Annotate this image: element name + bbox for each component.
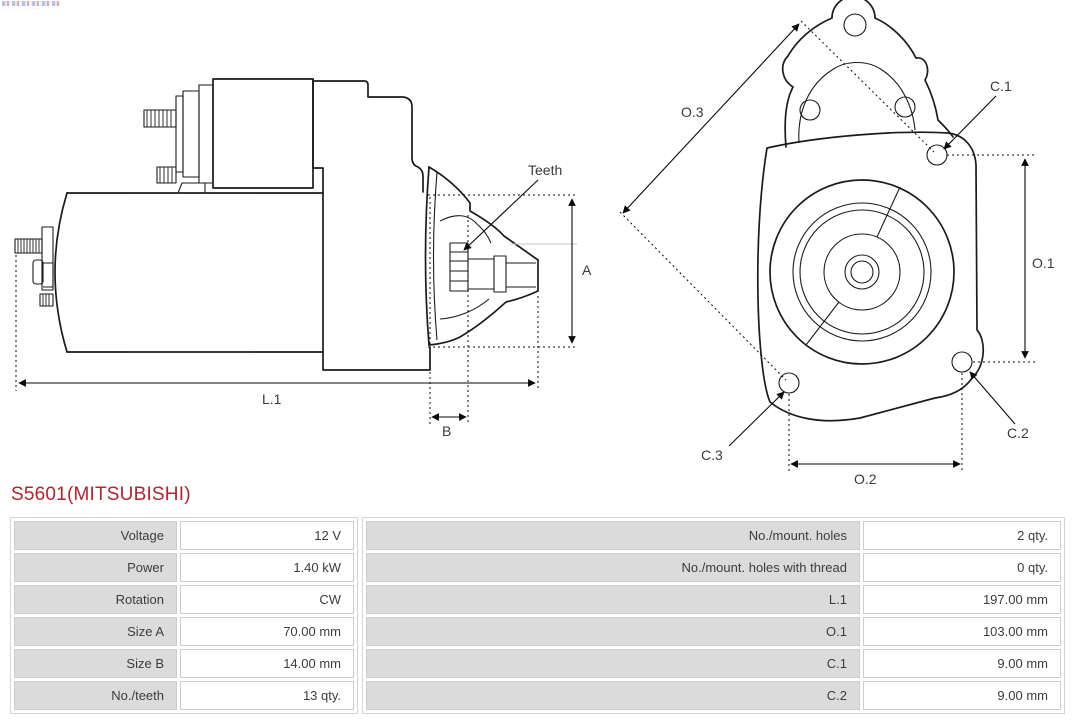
spec-row: Rotation CW [14,585,354,614]
brand-logo-text: · · · · · · · · · · · [2,6,41,12]
rear-terminal-studs [14,226,54,307]
spec-value-cell: 13 qty. [180,681,354,710]
spec-value-cell: 197.00 mm [863,585,1061,614]
spec-label-cell: Size A [14,617,177,646]
mounting-hole-c3 [778,372,800,394]
dimension-label-a: A [582,262,592,278]
spec-row: C.2 9.00 mm [366,681,1061,710]
spec-row: Size B 14.00 mm [14,649,354,678]
part-number-heading: S5601(MITSUBISHI) [11,484,191,505]
spec-table-left: Voltage 12 V Power 1.40 kW Rotation CW S… [10,517,358,714]
spec-row: Size A 70.00 mm [14,617,354,646]
spec-value-cell: 2 qty. [863,521,1061,550]
spec-label-cell: Size B [14,649,177,678]
spec-label-cell: O.1 [366,617,860,646]
spec-value-cell: 14.00 mm [180,649,354,678]
solenoid [143,78,314,194]
spec-row: Voltage 12 V [14,521,354,550]
spec-value-cell: 12 V [180,521,354,550]
dimension-label-l1: L.1 [262,391,282,407]
brand-logo: · · · · · · · · · · · [2,1,60,14]
side-view-dimensions: A L.1 B Teeth [15,162,592,439]
front-view-dimensions: O.3 O.1 O.2 C.1 C.3 C.2 [619,20,1055,487]
mounting-holes [778,144,973,394]
brand-logo-strip [2,1,60,6]
motor-body [54,192,431,371]
spec-label-cell: No./mount. holes [366,521,860,550]
spec-label-cell: C.1 [366,649,860,678]
spec-row: Power 1.40 kW [14,553,354,582]
drive-housing-step [312,78,424,353]
spec-value-cell: 103.00 mm [863,617,1061,646]
spec-label-cell: Power [14,553,177,582]
dimension-label-o1: O.1 [1032,255,1055,271]
dimension-label-c3: C.3 [701,447,723,463]
mounting-hole-c2 [951,351,973,373]
spec-value-cell: 0 qty. [863,553,1061,582]
solenoid-tower [781,0,954,148]
dimension-label-o3: O.3 [681,104,704,120]
spec-row: L.1 197.00 mm [366,585,1061,614]
dimension-label-b: B [442,423,451,439]
dimension-label-c2: C.2 [1007,425,1029,441]
dimension-label-c1: C.1 [990,78,1012,94]
spec-label-cell: Voltage [14,521,177,550]
side-view-drawing: A L.1 B Teeth [14,78,592,439]
spec-value-cell: 1.40 kW [180,553,354,582]
spec-row: No./teeth 13 qty. [14,681,354,710]
spec-label-cell: L.1 [366,585,860,614]
spec-value-cell: 9.00 mm [863,649,1061,678]
teeth-label: Teeth [528,162,562,178]
drive-end-bell [424,166,539,346]
spec-value-cell: CW [180,585,354,614]
mounting-flange [756,131,984,422]
spec-row: No./mount. holes 2 qty. [366,521,1061,550]
spec-value-cell: 9.00 mm [863,681,1061,710]
spec-label-cell: C.2 [366,681,860,710]
bore-circles [769,179,955,365]
spec-label-cell: No./teeth [14,681,177,710]
spec-row: O.1 103.00 mm [366,617,1061,646]
technical-drawing: A L.1 B Teeth [14,0,1055,487]
spec-value-cell: 70.00 mm [180,617,354,646]
spec-row: C.1 9.00 mm [366,649,1061,678]
spec-label-cell: Rotation [14,585,177,614]
spec-table-right: No./mount. holes 2 qty. No./mount. holes… [362,517,1065,714]
spec-label-cell: No./mount. holes with thread [366,553,860,582]
dimension-label-o2: O.2 [854,471,877,487]
front-view-drawing: O.3 O.1 O.2 C.1 C.3 C.2 [619,0,1055,487]
spec-row: No./mount. holes with thread 0 qty. [366,553,1061,582]
